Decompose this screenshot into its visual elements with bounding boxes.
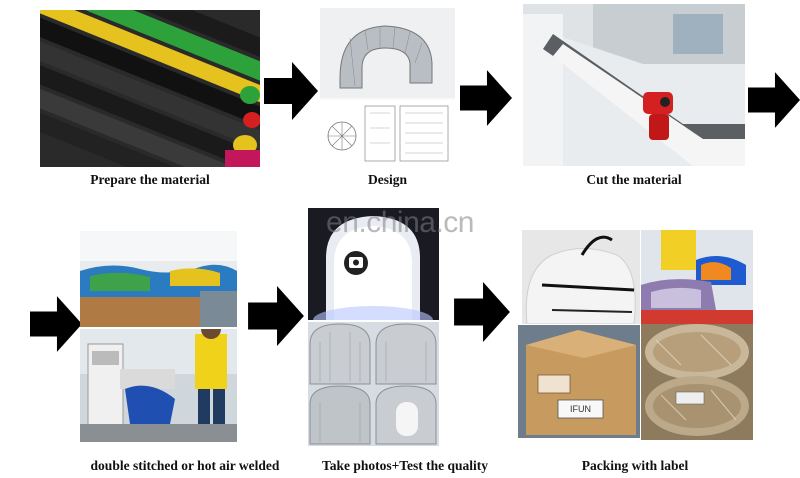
step-caption-packing: Packing with label [581, 458, 689, 473]
wrapped-rolls-photo [641, 310, 753, 440]
stitching-workshop-photo [80, 231, 237, 327]
design-drawing-image [320, 8, 455, 168]
welding-machine-photo [80, 329, 237, 442]
step-caption-quality: Take photos+Test the quality [321, 458, 489, 473]
watermark-text: en.china.cn [326, 206, 474, 239]
photo-booth-night-photo [308, 208, 439, 320]
step-caption-design: Design [367, 172, 407, 187]
step-caption-prepare: Prepare the material [90, 172, 210, 187]
right-arrow-icon [454, 282, 510, 342]
right-arrow-icon [248, 286, 304, 346]
right-arrow-icon [748, 72, 800, 128]
packed-bag-photo [641, 230, 753, 310]
cutting-machine-photo [523, 4, 745, 166]
box-label-text: IFUN [570, 404, 591, 414]
step-caption-cut: Cut the material [586, 172, 682, 187]
prepare-material-photo [40, 10, 260, 167]
right-arrow-icon [30, 296, 82, 352]
right-arrow-icon [264, 62, 318, 120]
cardboard-box-photo: IFUN [518, 325, 640, 438]
packing-bag-photo [522, 230, 640, 324]
step-caption-weld: double stitched or hot air welded [90, 458, 280, 473]
quality-test-photo [308, 322, 439, 446]
right-arrow-icon [460, 70, 512, 126]
